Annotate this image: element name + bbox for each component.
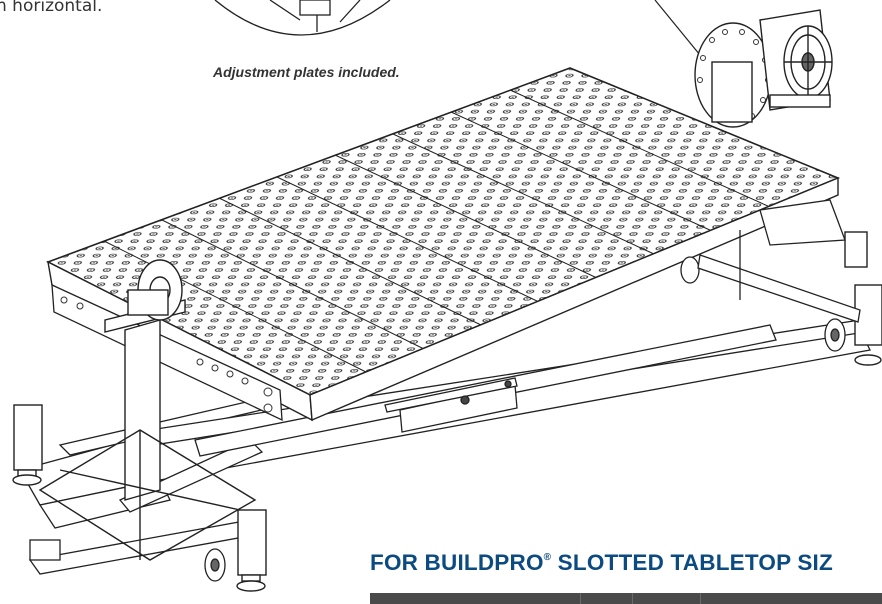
right-headstock	[694, 9, 833, 128]
right-support	[697, 199, 861, 323]
table-column-divider	[700, 593, 701, 604]
heading-main: FOR BUILDPRO	[370, 550, 544, 575]
left-pedestal	[38, 259, 257, 561]
callout-leader-line	[654, 0, 701, 56]
stretcher-bar	[194, 324, 777, 457]
table-column-divider	[580, 593, 581, 604]
table-column-divider	[632, 593, 633, 604]
table-header-bar	[370, 593, 882, 604]
right-leveling-foot	[844, 231, 882, 366]
adjustment-plates-caption: Adjustment plates included.	[213, 64, 400, 80]
detail-callout	[214, 0, 391, 36]
registered-mark: ®	[543, 552, 552, 563]
intro-text-fragment: n horizontal.	[0, 0, 103, 16]
casters	[29, 256, 846, 582]
section-heading: FOR BUILDPRO® SLOTTED TABLETOP SIZ	[370, 550, 833, 576]
heading-rest: SLOTTED TABLETOP SIZ	[551, 550, 833, 575]
left-leveling-feet	[12, 404, 267, 592]
tabletop-slots	[103, 89, 771, 373]
